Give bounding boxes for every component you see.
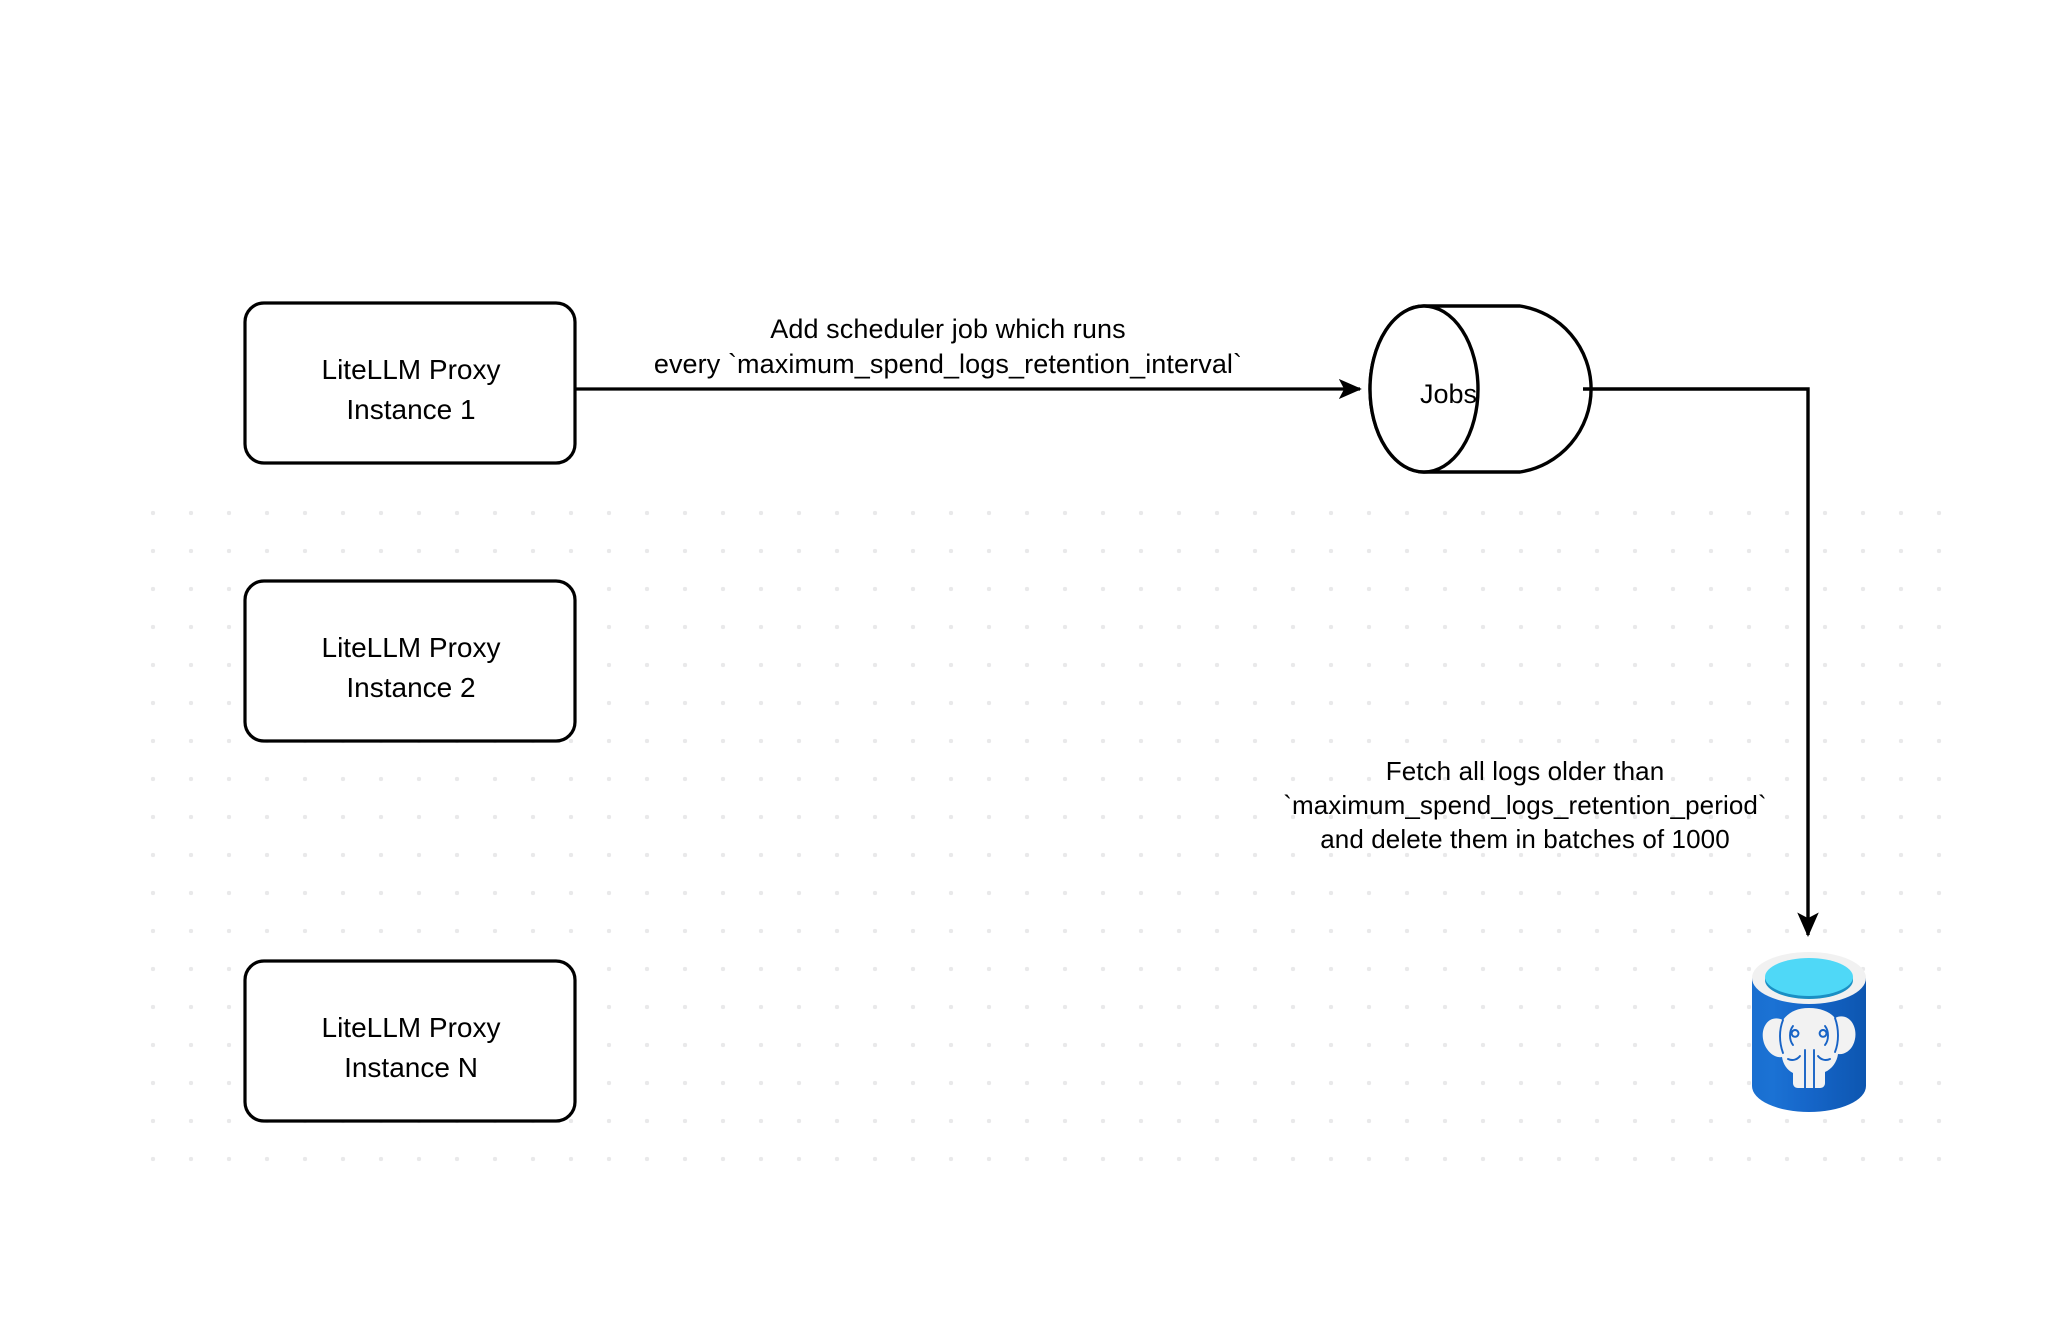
- pg-elephant-detail-lines: [1779, 1017, 1839, 1089]
- edge-label-fetch-delete: Fetch all logs older than `maximum_spend…: [1245, 755, 1805, 856]
- scheduler-label-line-1: Add scheduler job which runs: [770, 314, 1126, 344]
- node-proxy-instance-2[interactable]: [243, 579, 577, 743]
- edge-jobs-to-postgres-line: [1583, 387, 1819, 937]
- node-jobs-cylinder[interactable]: [1368, 304, 1593, 474]
- fetch-label-line-2: `maximum_spend_logs_retention_period`: [1283, 789, 1767, 820]
- fetch-label-line-3: and delete them in batches of 1000: [1320, 823, 1730, 854]
- scheduler-label-line-2: every `maximum_spend_logs_retention_inte…: [653, 349, 1243, 380]
- node-proxy-instance-n[interactable]: [243, 959, 577, 1123]
- fetch-label-line-1: Fetch all logs older than: [1385, 756, 1665, 786]
- jobs-cylinder-cap: [1368, 304, 1480, 474]
- pg-elephant-glyph: [1762, 1008, 1856, 1088]
- node-proxy-instance-1[interactable]: [243, 301, 577, 465]
- postgresql-database-icon[interactable]: [1748, 952, 1870, 1112]
- pg-top-surface: [1765, 958, 1853, 996]
- edge-label-scheduler: Add scheduler job which runs every `maxi…: [598, 312, 1298, 382]
